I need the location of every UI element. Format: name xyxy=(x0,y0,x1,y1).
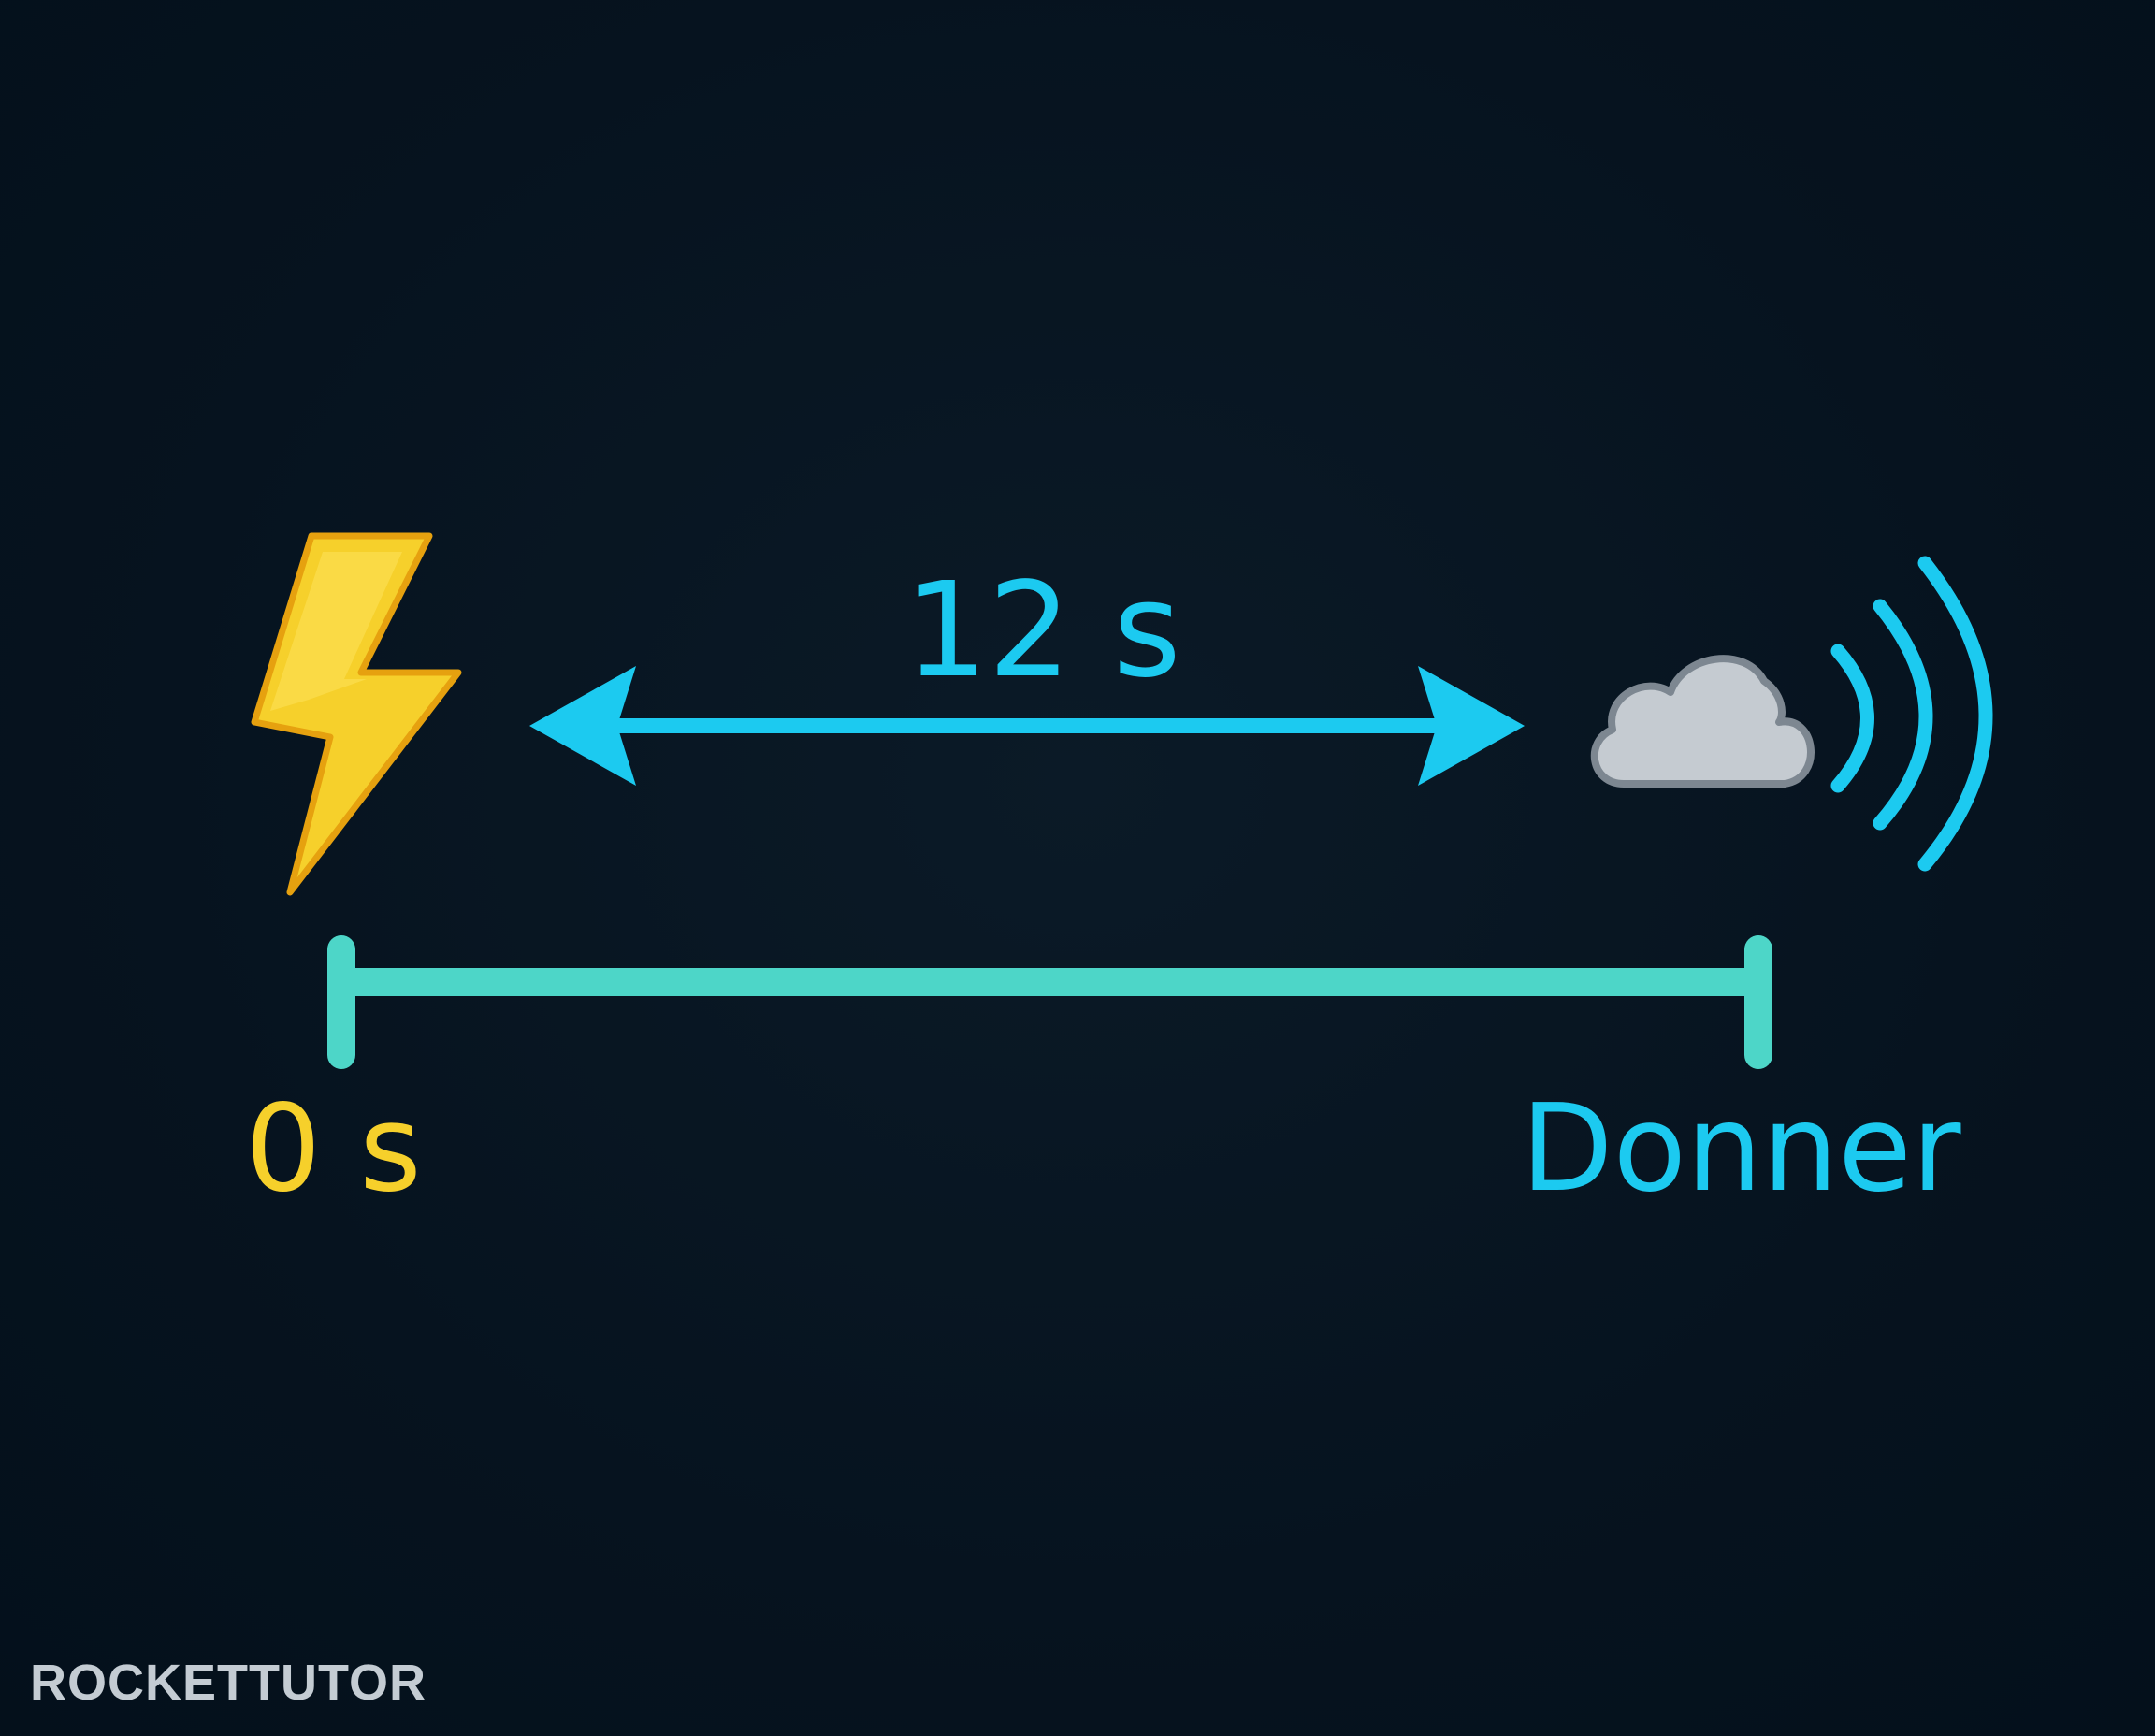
arrow-head-right xyxy=(1418,666,1525,786)
brand-logo: ROCKETTUTOR xyxy=(30,1655,427,1711)
sound-wave-inner xyxy=(1830,644,1874,793)
arrow-head-left xyxy=(529,666,636,786)
lightning-bolt-icon xyxy=(251,532,462,896)
interval-label: 12 s xyxy=(904,555,1181,707)
timeline-bracket xyxy=(327,935,1772,1069)
cloud-icon xyxy=(1590,655,1815,788)
sound-wave-outer xyxy=(1917,556,1993,872)
start-label: 0 s xyxy=(245,1079,422,1219)
end-label: Donner xyxy=(1521,1079,1961,1219)
sound-wave-middle xyxy=(1873,599,1933,831)
sound-waves-icon xyxy=(1830,556,1993,872)
double-headed-arrow xyxy=(529,666,1525,786)
